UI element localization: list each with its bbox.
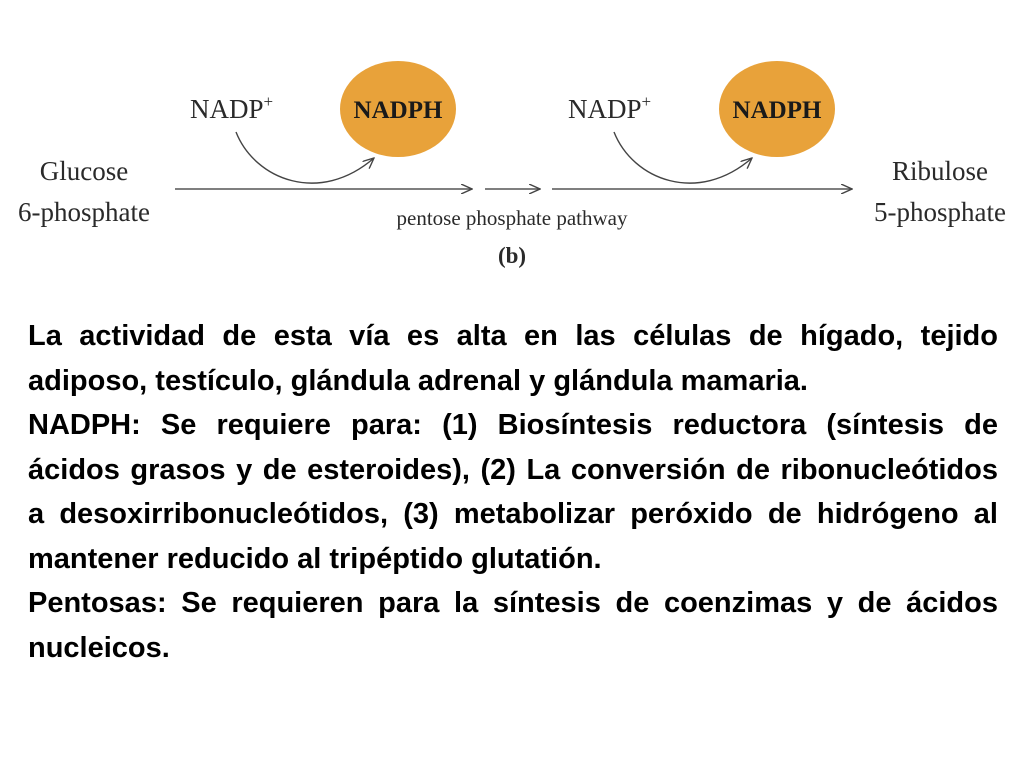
- pentose-phosphate-pathway-diagram: Glucose 6-phosphate Ribulose 5-phosphate…: [18, 61, 1006, 268]
- end-metabolite-label-line2: 5-phosphate: [874, 197, 1006, 227]
- start-metabolite-label-line2: 6-phosphate: [18, 197, 150, 227]
- paragraph-tissues: La actividad de esta vía es alta en las …: [28, 320, 998, 397]
- nadph-oval-2: [719, 61, 835, 157]
- start-metabolite-label: Glucose: [40, 156, 128, 186]
- cofactor-curved-arrow-1: [235, 131, 374, 184]
- panel-label: (b): [498, 243, 526, 268]
- end-metabolite-label: Ribulose: [892, 156, 988, 186]
- cofactor-curved-arrow-2: [613, 131, 752, 184]
- nadp-plus-label-1: NADP+: [190, 92, 273, 124]
- paragraph-nadph: NADPH: Se requiere para: (1) Biosíntesis…: [28, 409, 998, 575]
- nadph-label-1: NADPH: [354, 97, 443, 124]
- nadph-oval-1: [340, 61, 456, 157]
- nadp-plus-label-2: NADP+: [568, 92, 651, 124]
- nadph-label-2: NADPH: [733, 97, 822, 124]
- description-text: La actividad de esta vía es alta en las …: [28, 314, 998, 670]
- paragraph-pentoses: Pentosas: Se requieren para la síntesis …: [28, 587, 998, 664]
- pathway-caption: pentose phosphate pathway: [397, 206, 628, 230]
